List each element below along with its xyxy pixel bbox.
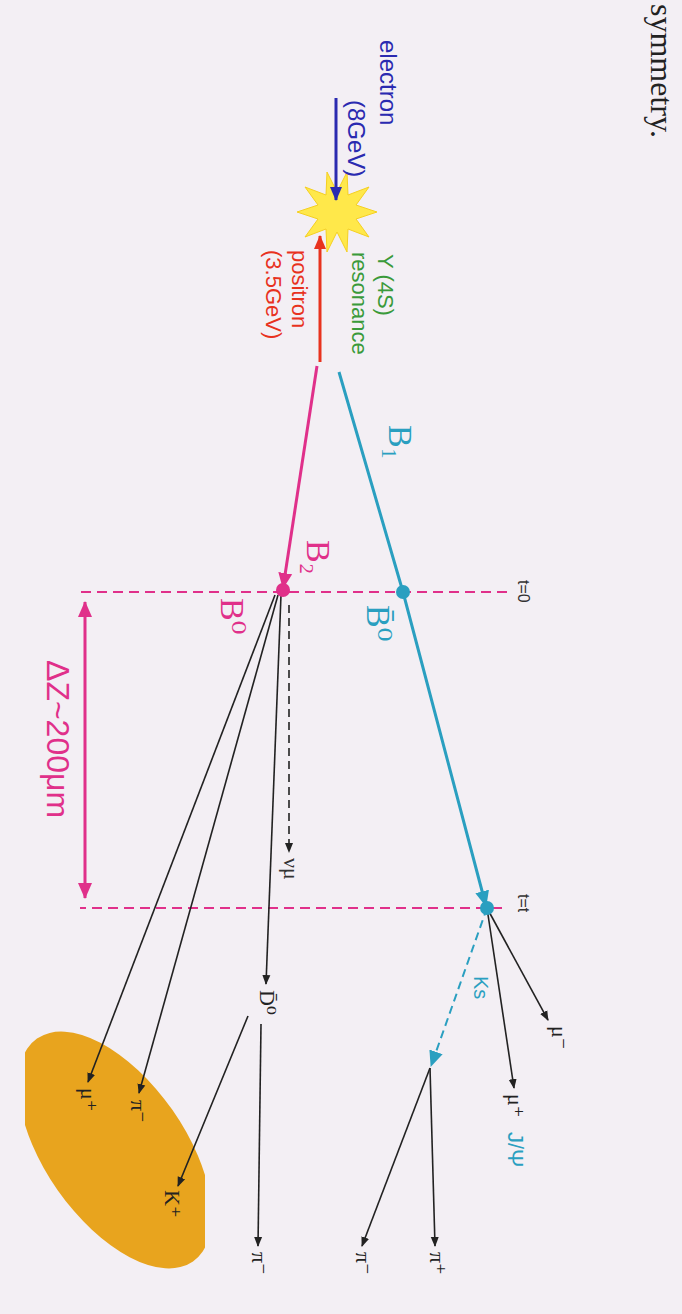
track [362,1068,430,1246]
vertex-dot [276,583,290,597]
vertex-dot [480,901,494,915]
electron-beam [335,98,338,200]
particle-label: μ⁻ [547,1026,572,1049]
resonance-label: Υ (4S) [373,254,398,316]
particle-label: μ⁺ [503,1094,528,1117]
particle-label: Ks [469,976,492,999]
track [178,1016,248,1186]
resonance-label: resonance [347,252,372,355]
time-label: t=t [514,894,532,912]
particle-label: D̄⁰ [255,990,280,1015]
track [430,1068,435,1246]
delta-z-arrow [84,602,87,898]
meson-label: B₁ [381,425,420,460]
particle-label: μ⁺ [76,1088,101,1111]
track [266,595,281,984]
positron-beam [319,236,322,362]
neutrino-track [288,605,290,852]
ellipse-shape [25,1000,205,1300]
highlight-ellipse: π⁻ K⁺ μ⁺ [25,1000,205,1300]
track [88,595,275,1082]
beam-label: positron [287,250,312,328]
beam-label: (3.5GeV) [261,250,286,339]
slide-title: symmetry. [643,4,680,138]
dimension: ΔZ~200μm [39,660,76,818]
particle-label: π⁻ [351,1252,376,1275]
t0-line [80,591,507,593]
beam-label: electron [374,40,402,125]
time-label: t=0 [514,580,532,603]
tt-line [80,907,502,909]
particle-label: K⁺ [160,1190,185,1218]
meson-label: B₂ [299,540,338,575]
track [139,595,278,1093]
particle-label: J/Ψ [503,1132,528,1168]
particle-label: π⁻ [247,1252,272,1275]
vertex-dot [396,585,410,599]
b1-track [339,372,486,906]
ellipse-outline [25,1000,205,1300]
particle-label: π⁺ [425,1252,450,1275]
track [258,1024,261,1246]
meson-label: B⁰ [213,598,252,634]
meson-label: B̄⁰ [359,605,398,641]
beam-label: (8GeV) [342,100,370,177]
particle-label: νμ [279,858,304,880]
particle-label: π⁻ [126,1100,151,1123]
